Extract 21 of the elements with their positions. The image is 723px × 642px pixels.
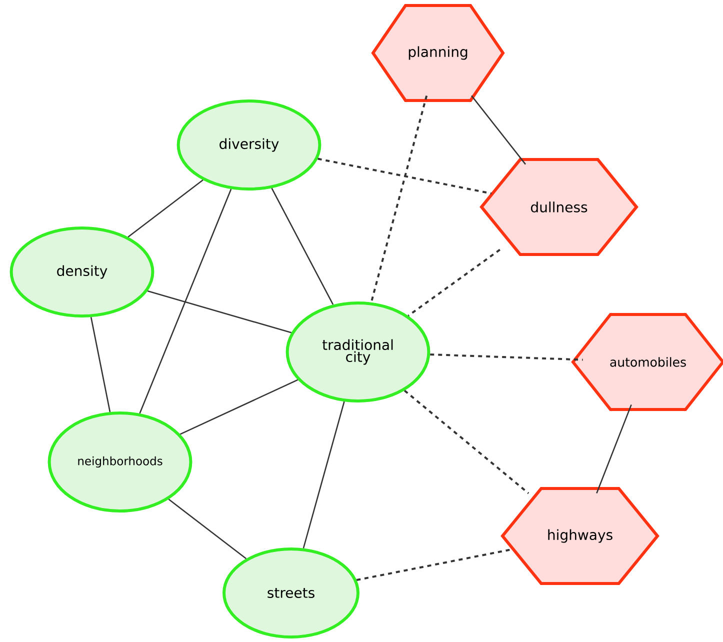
connector-line: [168, 498, 247, 560]
connector-line: [139, 188, 232, 414]
connector-line: [471, 95, 526, 165]
ellipse-node: diversity: [176, 100, 322, 190]
connector-line: [596, 404, 632, 494]
ellipse-node: streets: [222, 548, 360, 638]
connector-line: [302, 401, 345, 548]
dashed-line: [408, 248, 500, 317]
dashed-line: [356, 548, 512, 582]
connector-line: [271, 188, 334, 305]
ellipse-node: density: [10, 226, 154, 318]
dashed-line: [404, 390, 530, 494]
connector-line: [128, 180, 204, 238]
dashed-line: [370, 95, 428, 303]
ellipse-node: traditional city: [286, 302, 430, 402]
ellipse-node: neighborhoods: [48, 412, 192, 512]
connector-line: [147, 290, 292, 334]
dashed-line: [430, 353, 583, 361]
connector-line: [180, 379, 298, 435]
connector-line: [90, 317, 111, 412]
dashed-line: [318, 158, 492, 194]
